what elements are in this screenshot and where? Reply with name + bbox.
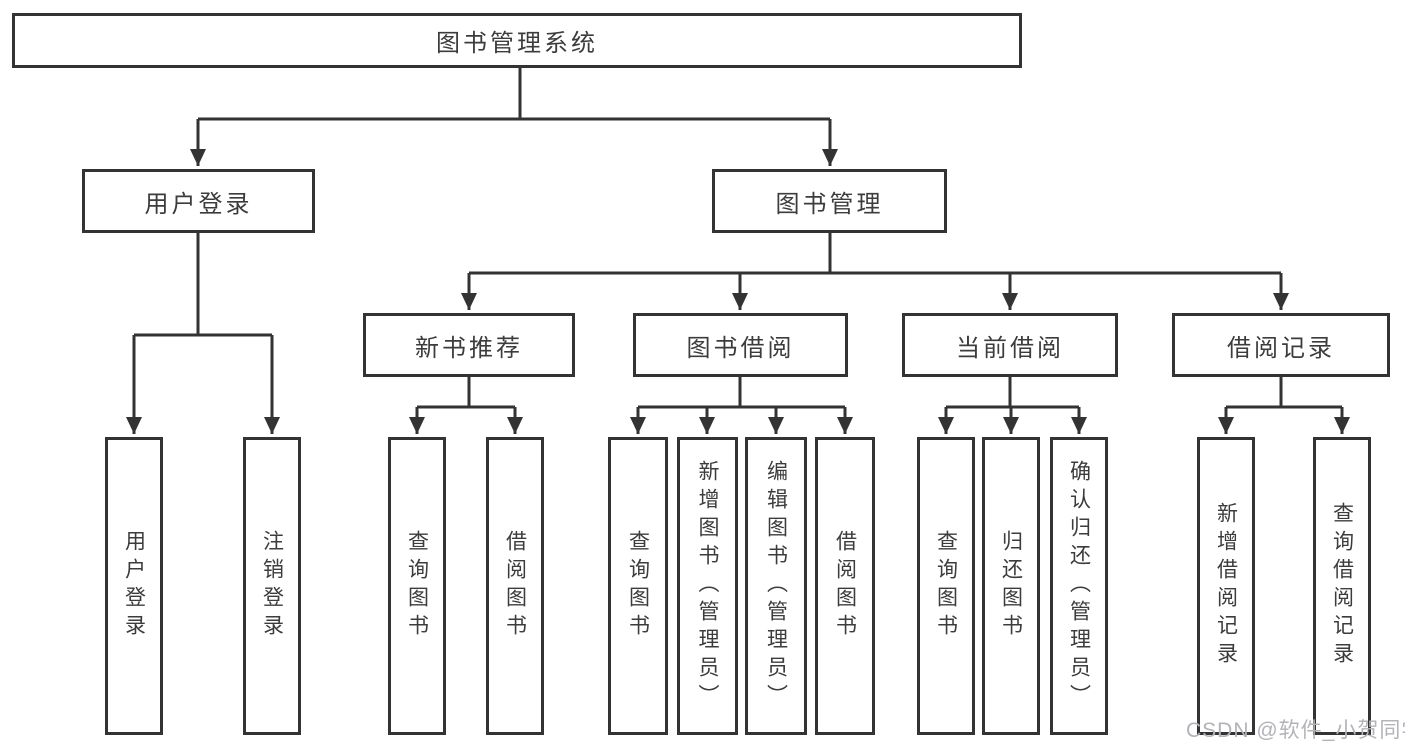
leaf-br-add-record: 新增借阅记录 xyxy=(1197,437,1255,735)
leaf-bb-add-books-admin: 新增图书（管理员） xyxy=(677,437,738,735)
leaf-bb-query-books: 查询图书 xyxy=(608,437,668,735)
leaf-bb-borrow-books-label: 借阅图书 xyxy=(833,530,857,642)
leaf-cb-confirm-return-admin: 确认归还（管理员） xyxy=(1050,437,1108,735)
leaf-user-login: 用户登录 xyxy=(105,437,163,735)
leaf-cb-query-books: 查询图书 xyxy=(917,437,975,735)
node-book-management: 图书管理 xyxy=(712,169,947,233)
leaf-logout-label: 注销登录 xyxy=(260,530,284,642)
leaf-cb-return-books-label: 归还图书 xyxy=(999,530,1023,642)
leaf-bb-edit-books-admin-label: 编辑图书（管理员） xyxy=(764,460,788,712)
leaf-br-add-record-label: 新增借阅记录 xyxy=(1214,502,1238,670)
leaf-bb-add-books-admin-label: 新增图书（管理员） xyxy=(696,460,719,712)
csdn-watermark: CSDN @软件_小贺同学 xyxy=(1186,719,1405,742)
node-book-borrow: 图书借阅 xyxy=(633,313,848,377)
leaf-nb-query-books-label: 查询图书 xyxy=(405,530,429,642)
leaf-user-login-label: 用户登录 xyxy=(122,530,146,642)
leaf-cb-confirm-return-admin-label: 确认归还（管理员） xyxy=(1067,460,1091,712)
leaf-cb-return-books: 归还图书 xyxy=(982,437,1040,735)
node-current-borrow: 当前借阅 xyxy=(902,313,1118,377)
node-user-login: 用户登录 xyxy=(82,169,315,233)
leaf-bb-borrow-books: 借阅图书 xyxy=(815,437,875,735)
leaf-br-query-record: 查询借阅记录 xyxy=(1313,437,1371,735)
leaf-br-query-record-label: 查询借阅记录 xyxy=(1330,502,1354,670)
leaf-nb-query-books: 查询图书 xyxy=(388,437,446,735)
node-new-book-recommend: 新书推荐 xyxy=(363,313,575,377)
leaf-nb-borrow-books-label: 借阅图书 xyxy=(503,530,527,642)
leaf-nb-borrow-books: 借阅图书 xyxy=(486,437,544,735)
leaf-bb-query-books-label: 查询图书 xyxy=(626,530,650,642)
leaf-logout: 注销登录 xyxy=(243,437,301,735)
node-root-system: 图书管理系统 xyxy=(12,13,1022,68)
leaf-bb-edit-books-admin: 编辑图书（管理员） xyxy=(745,437,807,735)
node-borrow-records: 借阅记录 xyxy=(1172,313,1390,377)
leaf-cb-query-books-label: 查询图书 xyxy=(934,530,958,642)
